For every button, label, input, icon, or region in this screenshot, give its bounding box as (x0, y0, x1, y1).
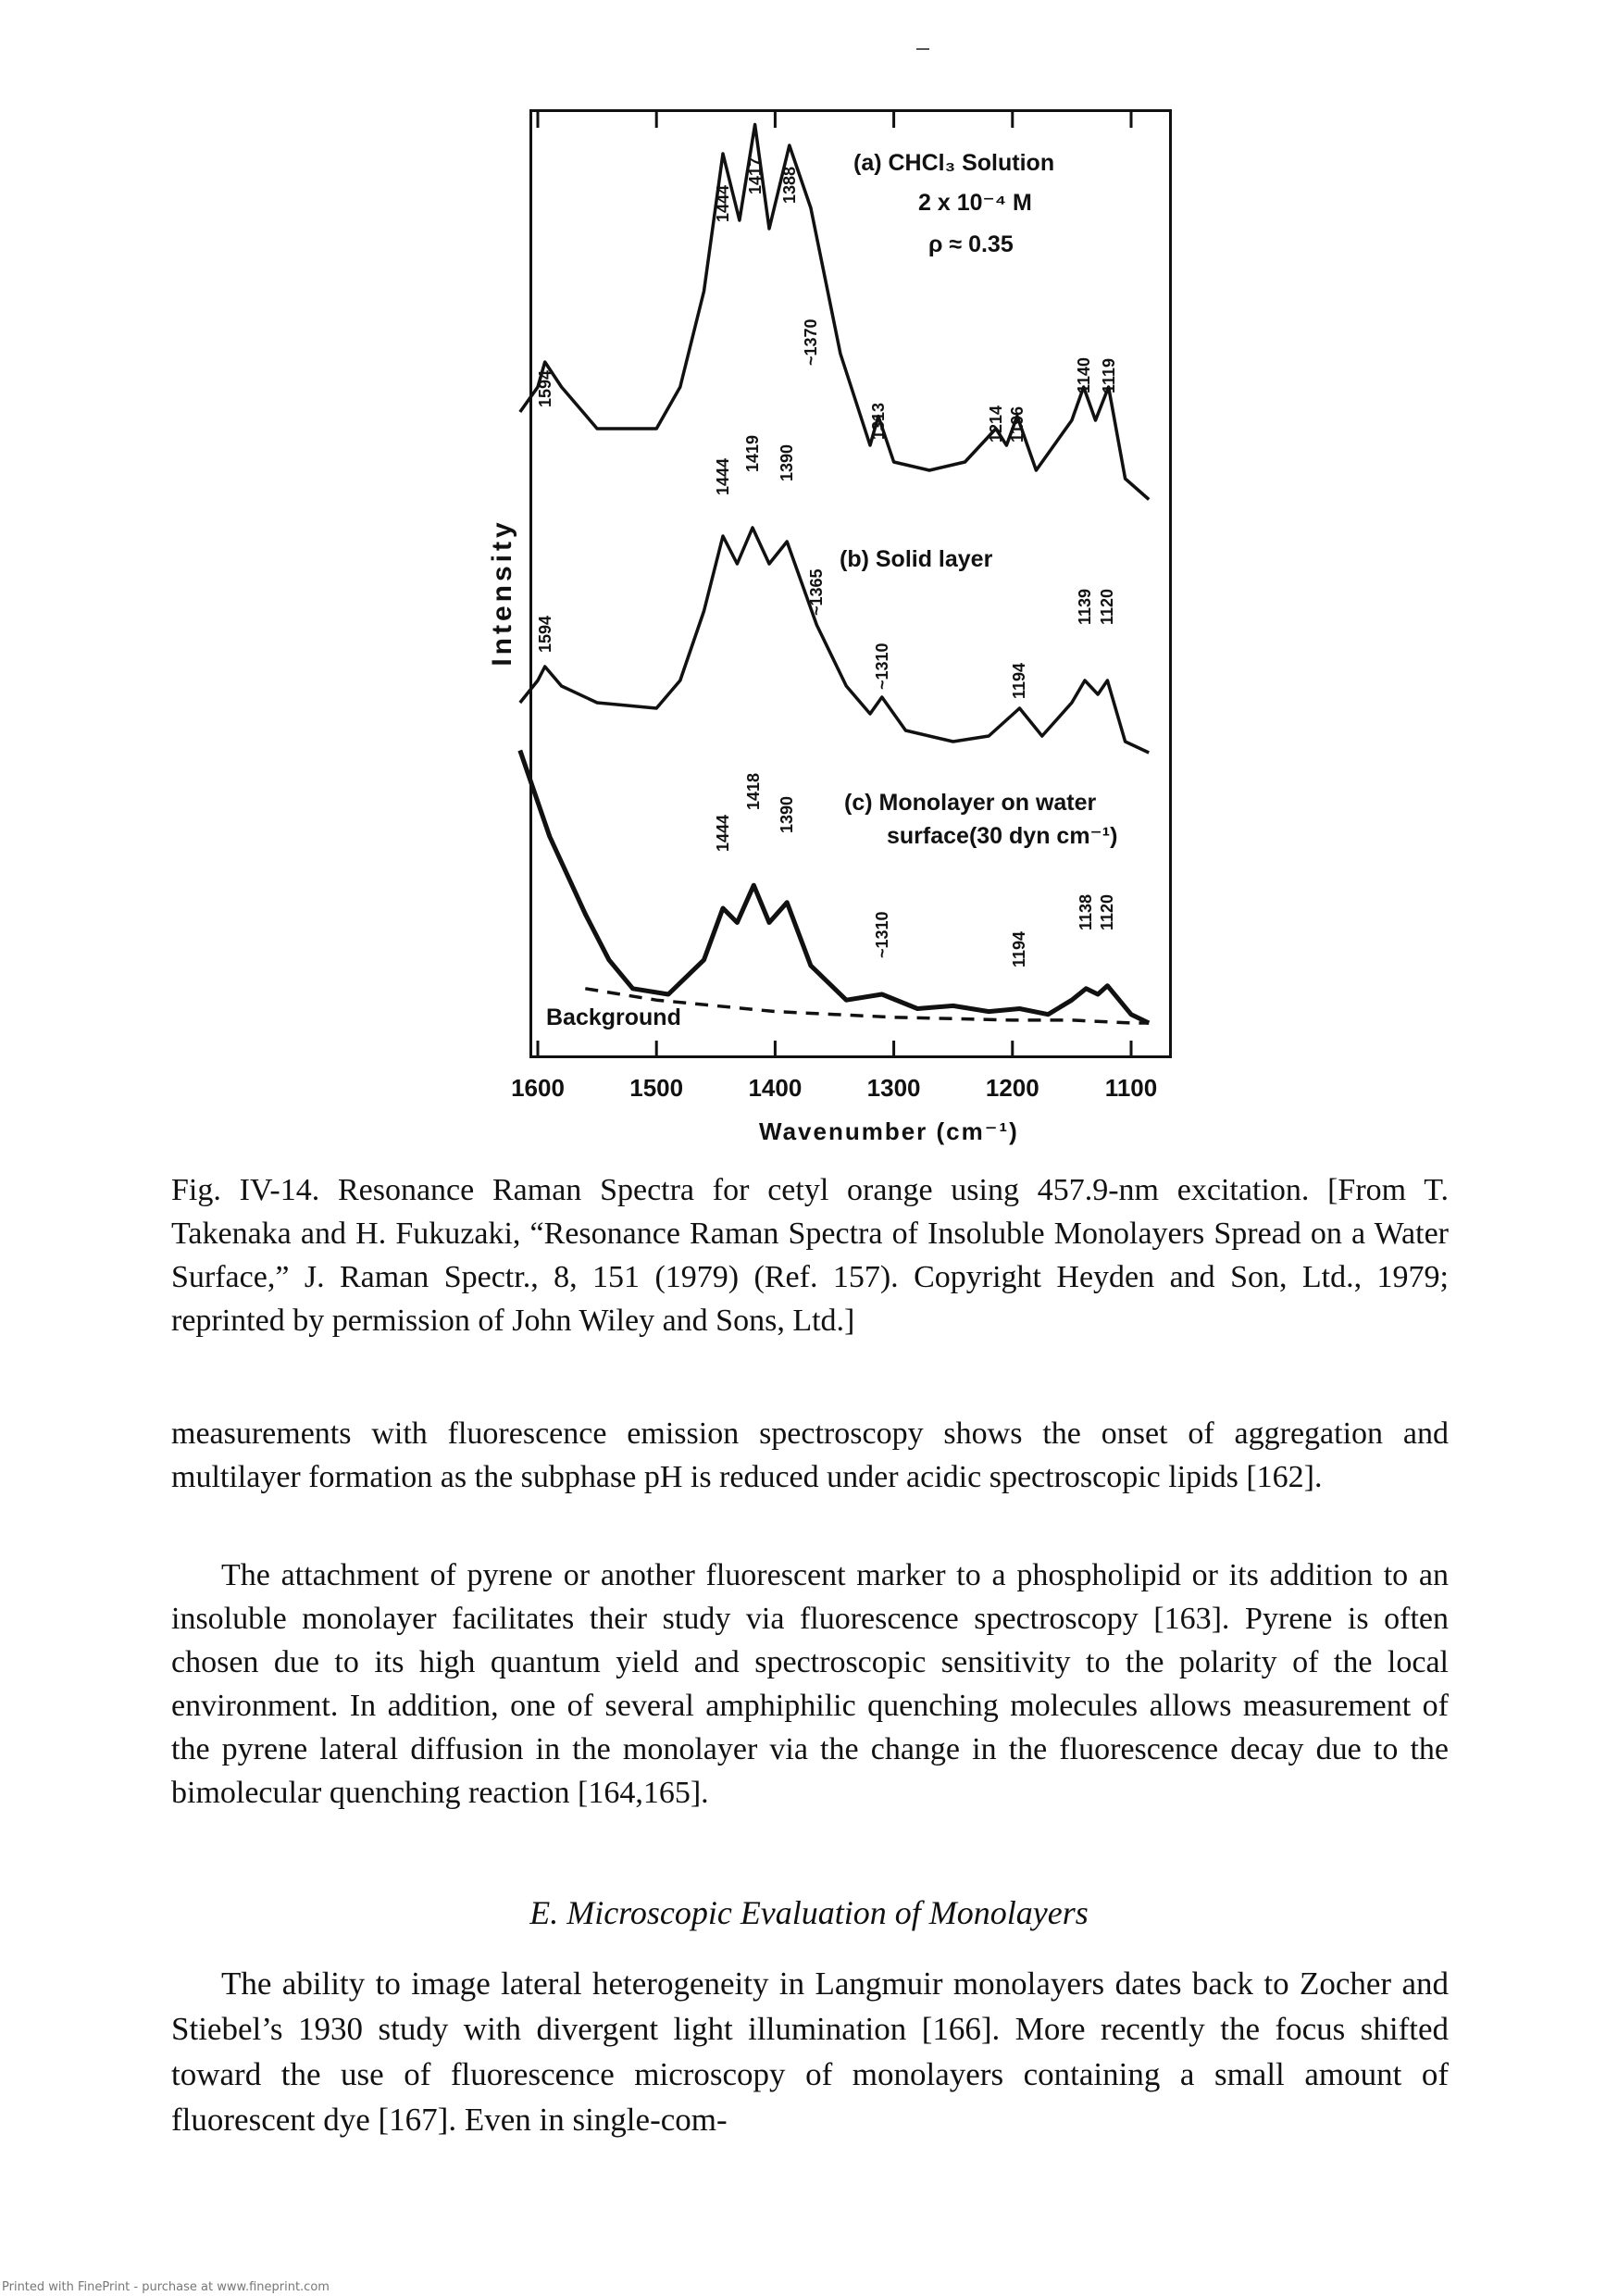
peak-label-b: ~1310 (872, 643, 891, 690)
x-tick-label: 1500 (629, 1074, 684, 1102)
paragraph-1: measurements with fluorescence emission … (171, 1416, 1449, 1494)
peak-label-a: 1444 (713, 184, 732, 222)
section-heading: E. Microscopic Evaluation of Monolayers (529, 1894, 1089, 1931)
x-tick-label: 1200 (985, 1074, 1039, 1102)
spectra-plot (517, 109, 1151, 1058)
peak-label-a: ~1370 (801, 318, 820, 366)
background-dashed-line (585, 987, 1150, 1025)
page-mark (916, 48, 929, 50)
peak-label-b: ~1365 (807, 568, 827, 616)
peak-label-c: 1194 (1010, 930, 1029, 967)
peak-label-c: 1138 (1077, 893, 1096, 930)
footer-printed-with: Printed with FinePrint - purchase at www… (2, 2280, 330, 2294)
peak-label-a: 1313 (868, 402, 888, 440)
peak-label-a: 1119 (1099, 357, 1118, 393)
panel-b-label: (b) Solid layer (840, 546, 993, 572)
x-tick-label: 1600 (511, 1074, 565, 1102)
peak-label-b: 1194 (1010, 662, 1029, 699)
x-axis-title: Wavenumber (cm⁻¹) (759, 1117, 1019, 1145)
panel-a-concentration: 2 x 10⁻⁴ M (918, 190, 1032, 216)
panel-c-label: (c) Monolayer on water (844, 790, 1097, 816)
panel-a-depolarization: ρ ≈ 0.35 (928, 231, 1014, 257)
background-label: Background (546, 1004, 681, 1030)
spectrum-a-line (518, 122, 1151, 501)
peak-label-b: 1594 (535, 615, 554, 653)
peak-label-a: 1417 (745, 156, 765, 194)
peak-label-c: 1120 (1098, 893, 1117, 930)
peak-label-a: 1594 (535, 369, 554, 407)
peak-label-b: 1390 (778, 443, 797, 481)
peak-label-b: 1120 (1098, 588, 1117, 625)
x-tick-label: 1400 (748, 1074, 803, 1102)
peak-label-c: ~1310 (872, 911, 891, 958)
panel-c-condition: surface(30 dyn cm⁻¹) (887, 823, 1118, 849)
paragraph-3: The ability to image lateral heterogenei… (171, 1965, 1449, 2138)
peak-label-a: 1388 (779, 166, 799, 204)
paragraph-2: The attachment of pyrene or another fluo… (171, 1558, 1449, 1810)
x-tick-label: 1100 (1104, 1074, 1158, 1102)
peak-label-a: 1140 (1074, 356, 1093, 393)
panel-a-label: (a) CHCl₃ Solution (853, 150, 1055, 176)
peak-label-a: 1214 (986, 405, 1005, 443)
spectrum-c-line (517, 749, 1151, 1026)
peak-label-c: 1444 (713, 814, 732, 852)
spectrum-b-line (518, 526, 1150, 755)
peak-label-b: 1444 (713, 457, 732, 495)
peak-label-b: 1419 (743, 434, 763, 472)
peak-label-b: 1139 (1076, 588, 1094, 625)
peak-label-c: 1418 (744, 772, 764, 810)
plot-frame (529, 109, 1172, 1058)
x-tick-label: 1300 (866, 1074, 921, 1102)
peak-label-a: 1196 (1007, 406, 1027, 443)
peak-label-c: 1390 (778, 795, 797, 833)
figure-caption: Fig. IV-14. Resonance Raman Spectra for … (171, 1173, 1449, 1338)
